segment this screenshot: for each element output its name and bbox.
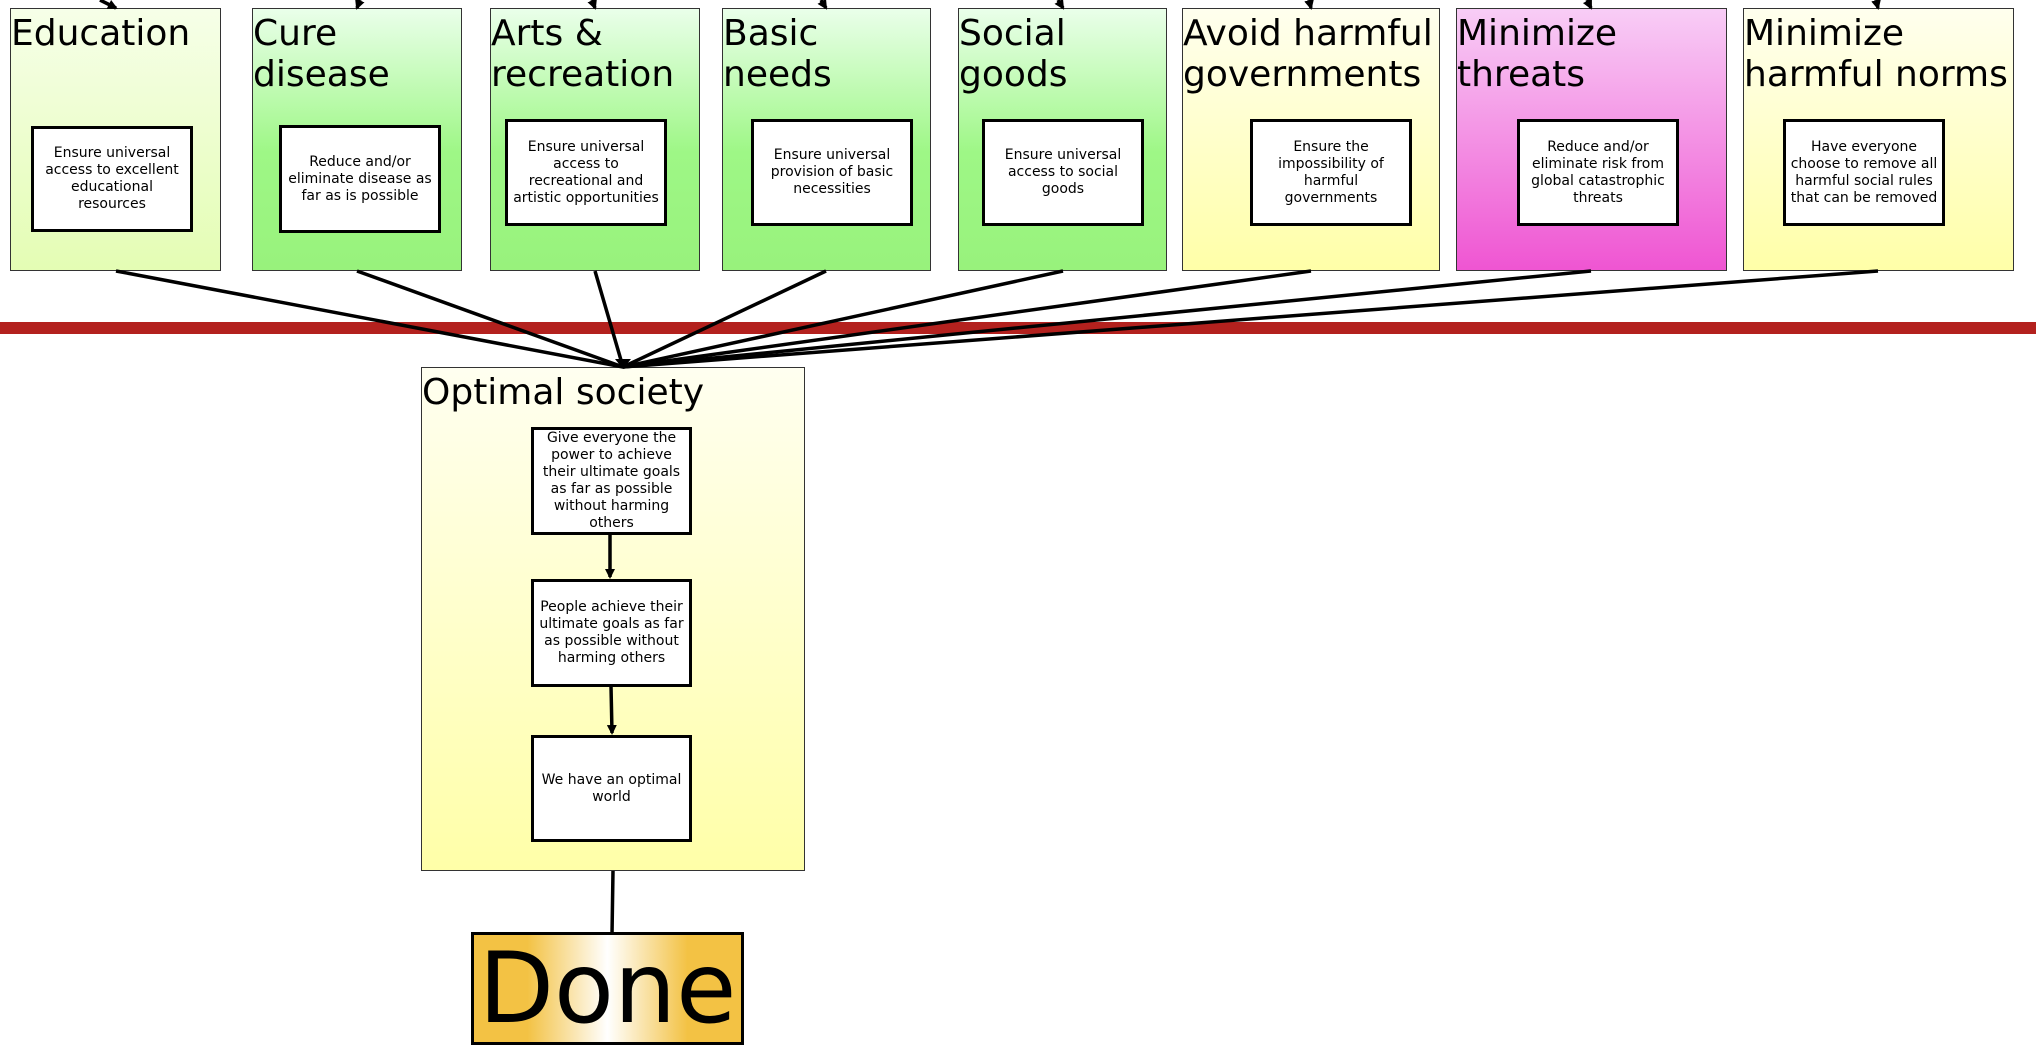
- goal-avoid-harmful-governments[interactable]: Avoid harmful governments Ensure the imp…: [1182, 8, 1440, 271]
- goal-title: Avoid harmful governments: [1183, 13, 1433, 95]
- goal-title: Cure disease: [253, 13, 390, 95]
- edge-education: [115, 269, 624, 369]
- goal-title: Minimize threats: [1457, 13, 1617, 95]
- edge-into-social: [1054, 0, 1065, 10]
- goal-basic-needs[interactable]: Basic needs Ensure universal provision o…: [722, 8, 931, 271]
- goal-title: Social goods: [959, 13, 1068, 95]
- goal-minimize-harmful-norms[interactable]: Minimize harmful norms Have everyone cho…: [1743, 8, 2014, 271]
- goal-task: Ensure universal provision of basic nece…: [751, 119, 913, 226]
- optimal-society-title: Optimal society: [422, 372, 705, 413]
- edge-into-governments: [1304, 0, 1314, 10]
- edge-into-norms: [1871, 0, 1881, 10]
- goal-arts-recreation[interactable]: Arts & recreation Ensure universal acces…: [490, 8, 700, 271]
- step-people-achieve[interactable]: People achieve their ultimate goals as f…: [531, 579, 692, 687]
- goal-task: Have everyone choose to remove all harmf…: [1783, 119, 1945, 226]
- edge-into-threats: [1582, 0, 1593, 10]
- goal-title: Education: [11, 13, 191, 54]
- edge-arts: [593, 270, 625, 368]
- edge-minimize-threats: [622, 269, 1592, 369]
- goal-cure-disease[interactable]: Cure disease Reduce and/or eliminate dis…: [252, 8, 462, 271]
- goal-title: Minimize harmful norms: [1744, 13, 2008, 95]
- edge-social-goods: [622, 269, 1064, 369]
- edge-optimal-done: [610, 870, 615, 936]
- goal-task: Reduce and/or eliminate risk from global…: [1517, 119, 1679, 226]
- edge-into-arts: [587, 0, 597, 10]
- edge-minimize-norms: [622, 269, 1879, 369]
- edge-into-cure: [355, 0, 365, 10]
- divider-line: [0, 322, 2036, 334]
- step-give-power[interactable]: Give everyone the power to achieve their…: [531, 427, 692, 535]
- edge-avoid-governments: [622, 269, 1312, 369]
- edge-cure-disease: [356, 269, 624, 369]
- goal-task: Ensure universal access to social goods: [982, 119, 1144, 226]
- goal-task: Reduce and/or eliminate disease as far a…: [279, 125, 441, 233]
- goal-task: Ensure universal access to excellent edu…: [31, 126, 193, 232]
- goal-task: Ensure universal access to recreational …: [505, 119, 667, 226]
- edge-into-basic: [817, 0, 828, 10]
- goal-social-goods[interactable]: Social goods Ensure universal access to …: [958, 8, 1167, 271]
- step-optimal-world[interactable]: We have an optimal world: [531, 735, 692, 842]
- optimal-society-group[interactable]: Optimal society Give everyone the power …: [421, 367, 805, 871]
- goal-title: Arts & recreation: [491, 13, 675, 95]
- done-node[interactable]: Done: [471, 932, 744, 1045]
- edge-into-education: [99, 0, 118, 10]
- edge-basic-needs: [622, 269, 827, 369]
- goal-education[interactable]: Education Ensure universal access to exc…: [10, 8, 221, 271]
- goal-minimize-threats[interactable]: Minimize threats Reduce and/or eliminate…: [1456, 8, 1727, 271]
- goal-task: Ensure the impossibility of harmful gove…: [1250, 119, 1412, 226]
- goal-title: Basic needs: [723, 13, 832, 95]
